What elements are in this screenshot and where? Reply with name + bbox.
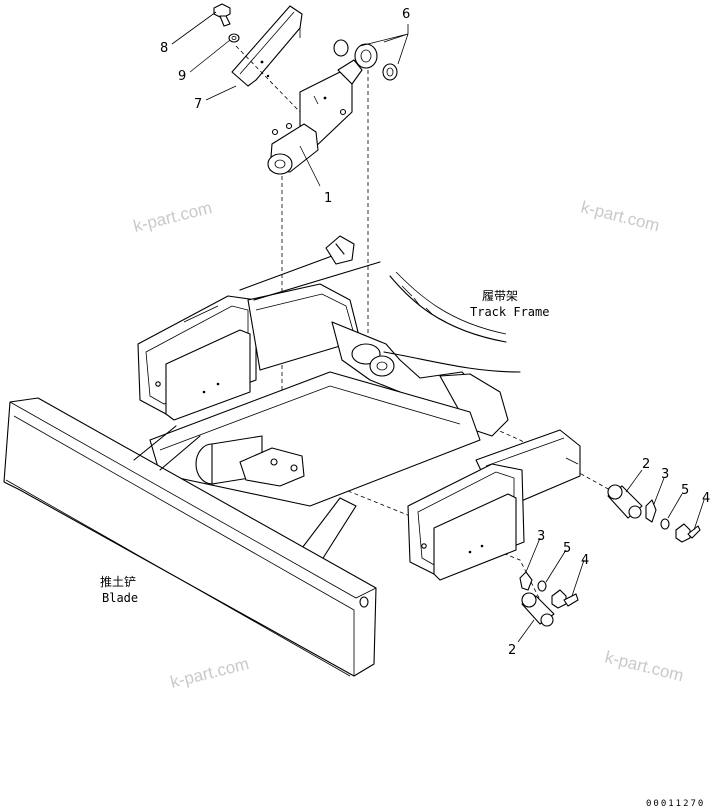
cylinder-part [267,59,363,175]
track-frame-label-cn: 履带架 [482,289,518,303]
watermark-text: k-part.com [131,198,214,236]
callout-7: 7 [194,97,202,112]
watermark-text: k-part.com [168,654,251,692]
blade-part [3,397,377,677]
bolt-part [551,589,579,609]
clamp-part [325,235,355,265]
callout-6: 6 [402,7,410,22]
callout-9: 9 [178,69,186,84]
callout-2: 2 [508,643,516,658]
pin-part [521,592,555,627]
callout-8: 8 [160,41,168,56]
track-frame-label: Track Frame [470,305,549,319]
leader-lines [171,11,705,643]
callout-4: 4 [581,553,589,568]
callout-5: 5 [563,541,571,556]
washer-part [537,580,547,592]
bolt-part [675,523,701,543]
blade-label: Blade [102,591,138,605]
watermark-text: k-part.com [603,647,686,685]
callout-4: 4 [702,491,710,506]
frame-assembly [137,255,581,581]
washer-part [228,33,240,43]
callout-3: 3 [537,529,545,544]
lock-plate-part [519,571,533,591]
callout-5: 5 [681,483,689,498]
cover-plate-part [231,5,303,87]
bushing-set-part [333,39,398,81]
washer-part [660,518,670,530]
callout-3: 3 [661,467,669,482]
watermark-text: k-part.com [579,197,662,235]
blade-label-cn: 推土铲 [100,574,136,589]
callout-1: 1 [324,191,332,206]
pin-part [607,484,643,519]
drawing-code: 00011270 [646,799,705,809]
callout-2: 2 [642,457,650,472]
lock-plate-part [645,499,657,523]
bolt-part [213,3,231,27]
